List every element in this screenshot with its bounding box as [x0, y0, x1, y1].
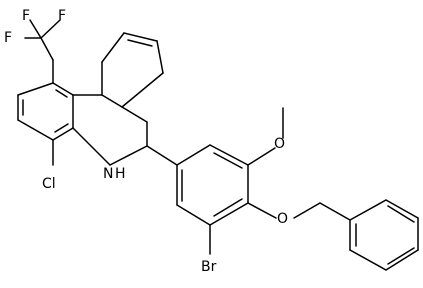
atom-label-f-top-right: F	[58, 8, 66, 24]
bond-aryl-link	[146, 145, 178, 166]
substituents	[209, 107, 351, 255]
atom-label-chlorine: Cl	[42, 176, 56, 192]
atom-label-amine-h: H	[115, 166, 126, 182]
bond-cp-double	[127, 39, 153, 47]
atom-label-f-left: F	[4, 30, 12, 46]
bond-ether-o	[247, 202, 277, 219]
bond-methoxy	[247, 147, 276, 166]
bond-cp-4	[156, 40, 164, 74]
bond-benzo-1	[52, 82, 74, 96]
bond-aryl-inner-b	[213, 198, 243, 217]
bond-benzo-inner-a	[55, 89, 68, 98]
bond-cp-3	[123, 32, 158, 42]
bond-ring-f	[72, 127, 111, 166]
bond-cp-2	[101, 32, 125, 63]
bond-benzo-inner-b	[54, 123, 69, 133]
bond-cp-5	[121, 72, 164, 108]
bond-bz-6	[349, 199, 387, 221]
bond-aryl-1	[176, 144, 211, 166]
bond-aryl-5	[176, 204, 211, 226]
atom-label-methoxy-oxygen: O	[274, 136, 285, 152]
bond-benzo-4	[17, 119, 54, 141]
bond-bz-5	[385, 199, 419, 219]
bond-bz-2	[349, 249, 387, 271]
atom-label-bromine: Br	[201, 259, 217, 275]
bond-ring-e	[109, 145, 148, 166]
bond-cf3-c-f1	[29, 19, 42, 39]
bond-bz-inner-c	[387, 205, 415, 223]
bond-ring-c	[121, 106, 148, 123]
bond-bz-3	[385, 249, 419, 271]
atom-label-ether-oxygen: O	[277, 211, 288, 227]
atom-label-amine-n: N	[103, 166, 113, 182]
bond-ch2-phenyl	[319, 202, 351, 221]
bond-cf3-to-ring	[40, 37, 54, 61]
bond-ring-b	[101, 94, 123, 108]
bond-bz-inner-b	[387, 247, 415, 265]
benzyl-ring	[349, 199, 419, 271]
bond-cf3-c-f2	[40, 19, 61, 39]
bond-aryl-4	[209, 202, 249, 226]
atom-label-f-top-left: F	[22, 8, 30, 24]
cyclopentene-ring	[101, 32, 164, 108]
bond-benzo-3	[52, 127, 74, 141]
bond-ether-ch2	[293, 202, 321, 219]
trifluoromethyl-group	[24, 19, 61, 61]
bond-benzo-6	[17, 82, 54, 96]
benzo-ring	[17, 59, 74, 166]
dihydropyridine-ring	[72, 94, 148, 166]
bond-aryl-2	[209, 144, 249, 166]
bond-aryl-inner-a	[213, 152, 243, 169]
aryl-ring	[146, 144, 249, 226]
